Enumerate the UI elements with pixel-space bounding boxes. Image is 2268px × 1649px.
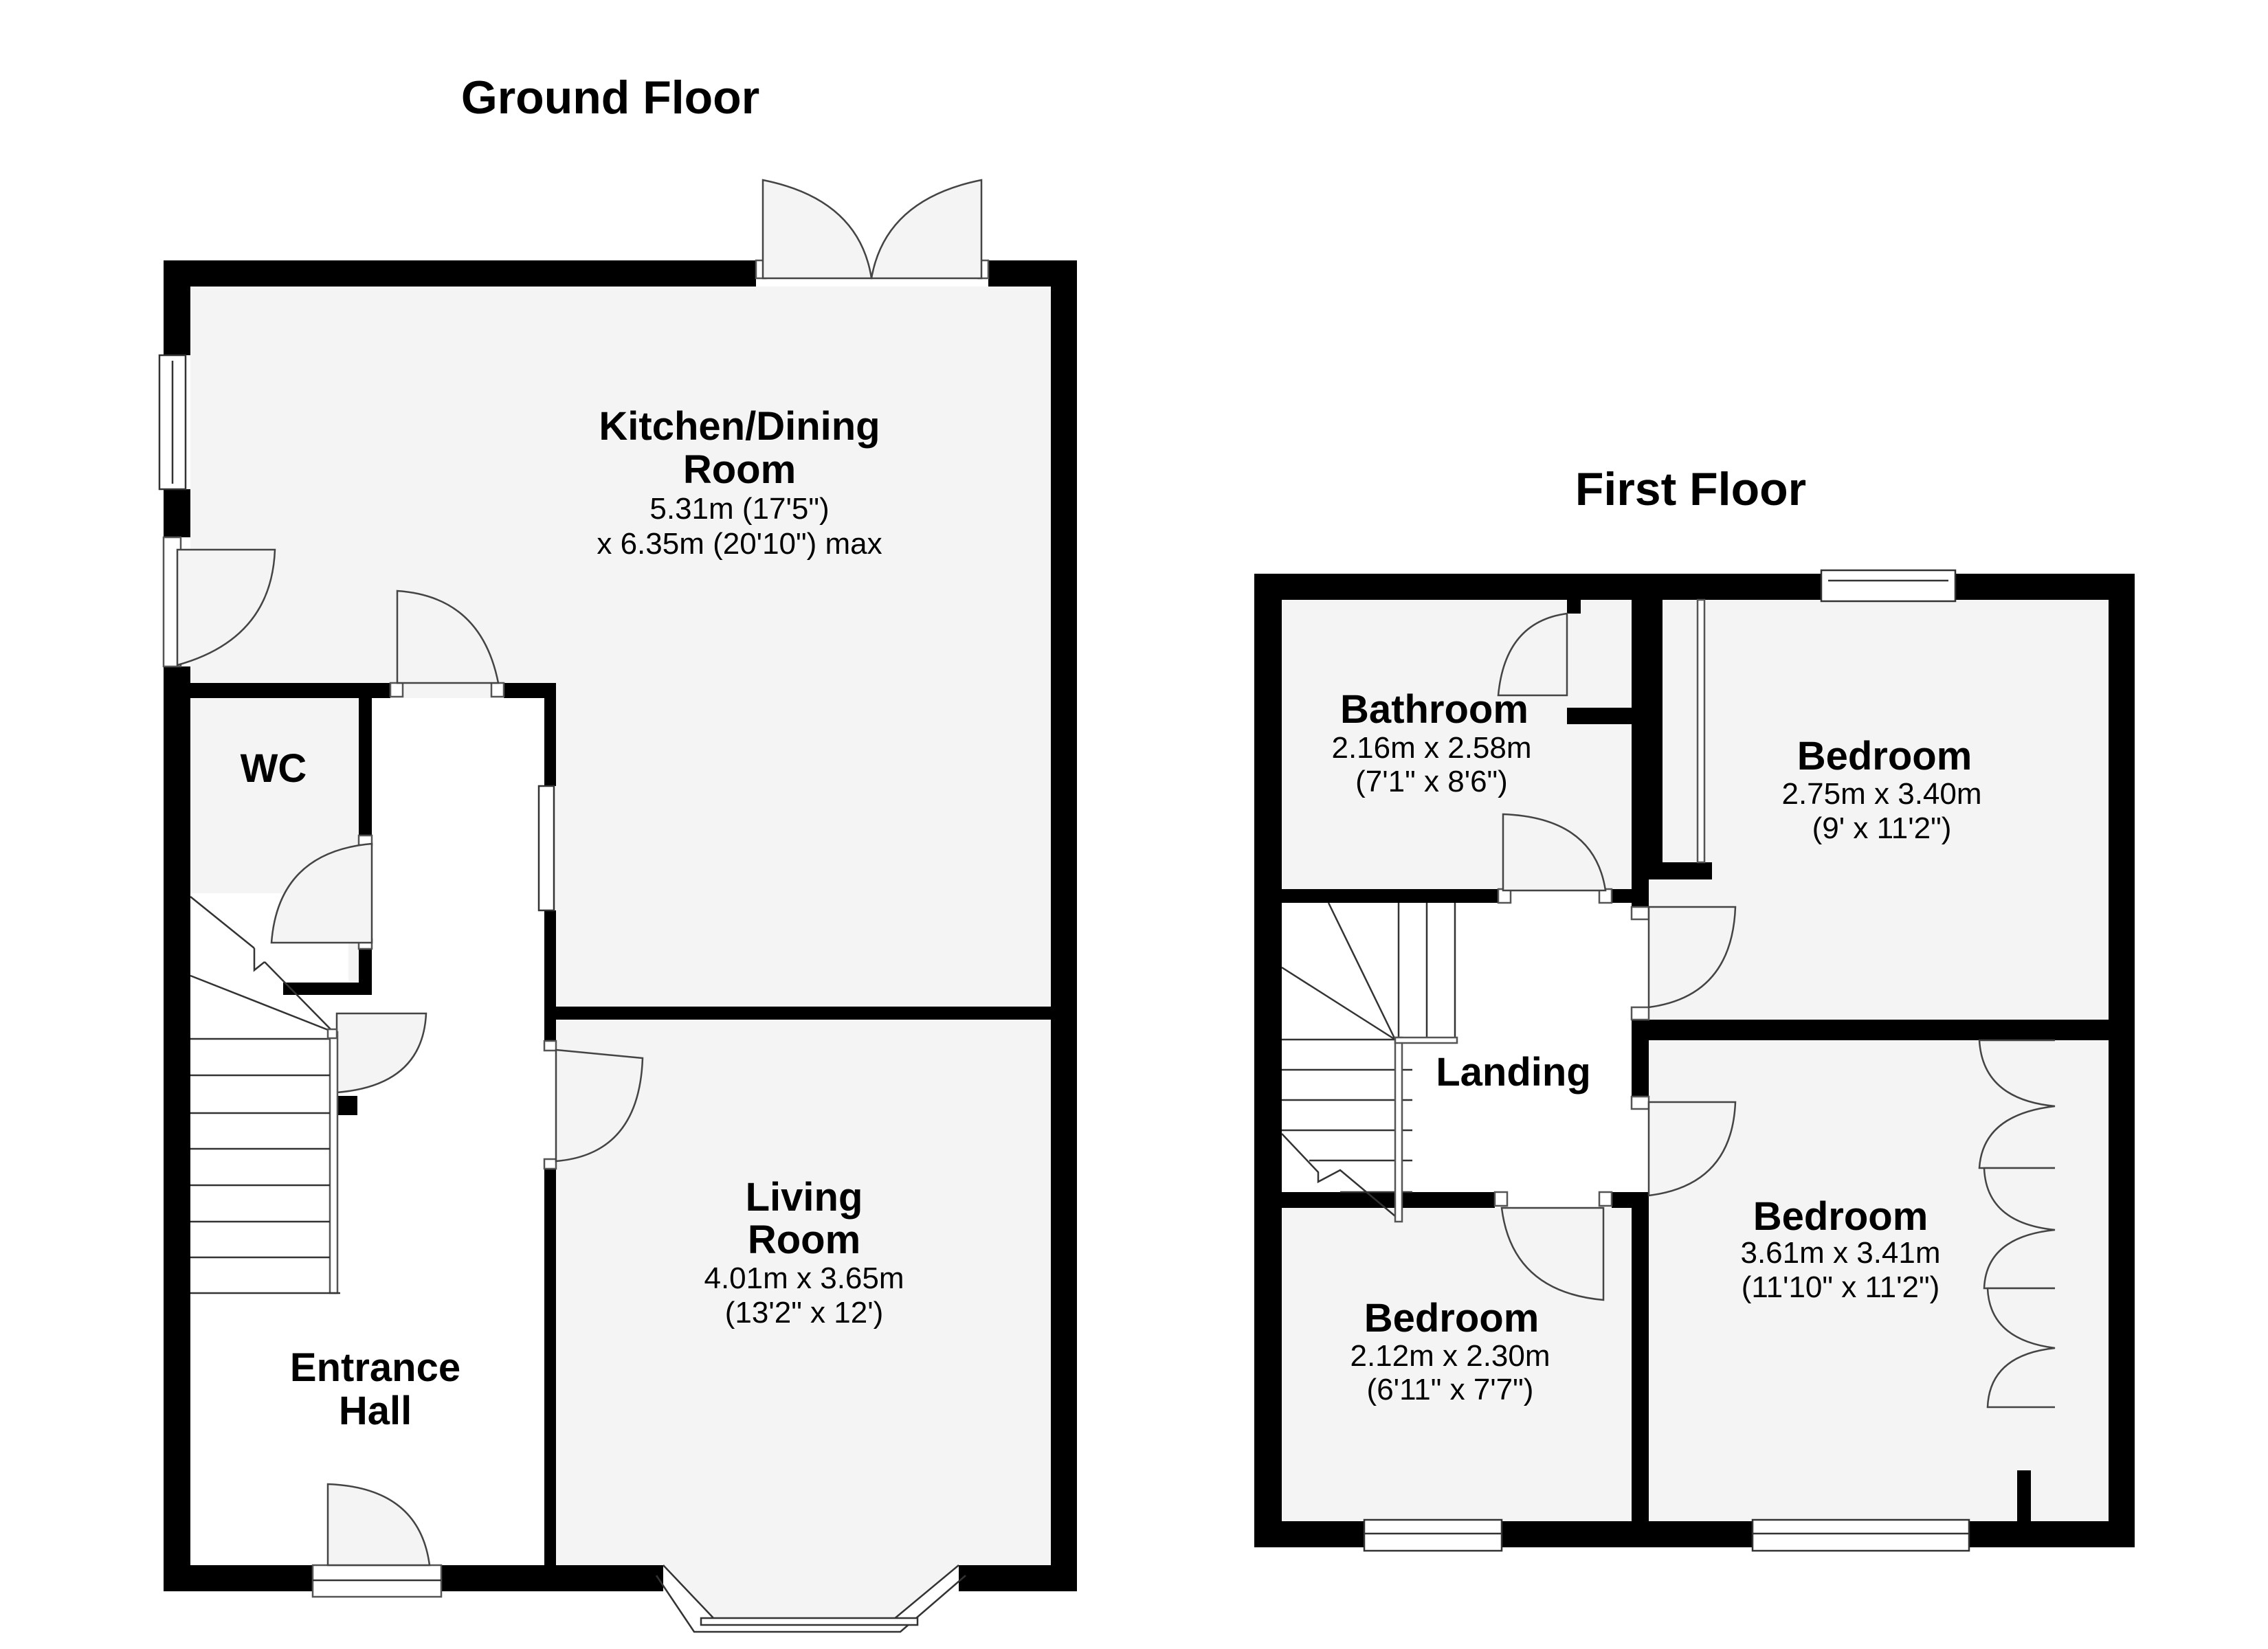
bedroom-divider-horizontal: [1632, 1020, 2109, 1040]
ff-wall-bottom-2: [1502, 1521, 1753, 1547]
french-doors[interactable]: [755, 179, 990, 280]
wc-door[interactable]: [270, 834, 373, 950]
stair-area: [190, 893, 348, 1292]
hall-right-wall-lower: [544, 1168, 556, 1591]
bedroom-top-door[interactable]: [1630, 906, 1737, 1021]
gf-wall-bottom-left: [164, 1565, 313, 1591]
bedroom-small-dim-1: 2.12m x 2.30m: [1350, 1339, 1550, 1373]
ff-wall-bottom-3: [1969, 1521, 2135, 1547]
hall-right-wall-upper: [544, 683, 556, 786]
bathroom-bottom-wall: [1254, 889, 1498, 903]
front-door[interactable]: [311, 1483, 443, 1598]
wardrobe-doors[interactable]: [1978, 1039, 2056, 1409]
kitchen-dining-room-name-2: Room: [683, 447, 796, 492]
ff-wall-bottom-1: [1254, 1521, 1364, 1547]
kitchen-dining-room-name-1: Kitchen/Dining: [599, 404, 880, 449]
bedroom-small-right-wall: [1632, 1192, 1649, 1547]
bedroom-small-dim-2: (6'11" x 7'7"): [1367, 1373, 1534, 1406]
entrance-hall-name-1: Entrance: [290, 1345, 460, 1390]
ff-wall-left: [1254, 574, 1282, 1547]
bedroom-top-dim-2: (9' x 11'2"): [1812, 811, 1952, 845]
bedroom-large-name: Bedroom: [1753, 1194, 1928, 1239]
living-room-dim-1: 4.01m x 3.65m: [704, 1261, 904, 1295]
kitchen-side-door[interactable]: [162, 536, 276, 668]
gf-wall-bottom-right: [959, 1565, 1077, 1591]
understairs-door[interactable]: [335, 1012, 427, 1094]
hall-right-wall-mid: [544, 910, 556, 1041]
living-room-dim-2: (13'2" x 12'): [725, 1296, 884, 1330]
kitchen-living-divider: [544, 1007, 1077, 1020]
bedroom-closet-wall-bottom: [1649, 862, 1712, 879]
ff-wall-right: [2109, 574, 2135, 1547]
landing-area: [1282, 903, 1632, 1192]
closet-slider: [1696, 598, 1706, 864]
bedroom-closet-wall-left: [1649, 600, 1663, 868]
entrance-hall-name-2: Hall: [339, 1389, 412, 1433]
first-floor-title: First Floor: [1575, 463, 1806, 515]
landing-name: Landing: [1436, 1050, 1591, 1095]
landing-right-wall-mid: [1632, 1020, 1649, 1097]
bedroom-top-name: Bedroom: [1797, 734, 1972, 778]
staircase-ground: [190, 896, 340, 1294]
hall-stub-wall: [337, 1096, 357, 1115]
hall-top-wall-right: [504, 683, 556, 698]
gf-wall-top-left: [164, 260, 756, 287]
bathroom-name: Bathroom: [1340, 687, 1528, 732]
living-room-door[interactable]: [543, 1040, 644, 1170]
bathroom-dim-1: 2.16m x 2.58m: [1331, 731, 1531, 765]
gf-wall-right: [1051, 260, 1077, 1591]
first-floor: First Floor: [1254, 463, 2135, 1552]
bedroom-small-door[interactable]: [1493, 1191, 1613, 1301]
bedroom-large-window: [1751, 1518, 1970, 1552]
living-room-name-2: Room: [748, 1218, 860, 1262]
bedroom-large-dim-2: (11'10" x 11'2"): [1742, 1270, 1940, 1304]
landing-right-wall-upper: [1632, 886, 1649, 907]
gf-wall-left-lower: [164, 666, 190, 1591]
bathroom-stub-wall: [1567, 600, 1581, 614]
bedroom-top-window: [1820, 569, 1957, 603]
kitchen-dining-room-dim-1: 5.31m (17'5"): [649, 492, 829, 526]
wc-name: WC: [241, 746, 307, 791]
wc-bottom-wall: [283, 983, 372, 995]
ground-floor: Ground Floor: [158, 71, 1077, 1633]
bedroom-large-door[interactable]: [1630, 1095, 1737, 1197]
ff-wall-top-right: [1955, 574, 2135, 600]
bathroom-bedroom-divider: [1632, 600, 1649, 902]
bathroom-closet-door[interactable]: [1497, 612, 1568, 697]
bathroom-dim-2: (7'1" x 8'6"): [1355, 765, 1508, 798]
bathroom-door[interactable]: [1497, 813, 1613, 904]
hall-internal-window: [537, 785, 555, 912]
living-room-name-1: Living: [746, 1175, 863, 1220]
living-room-area: [556, 1020, 1051, 1565]
wardrobe-stub: [2017, 1470, 2031, 1521]
ff-wall-top-left: [1254, 574, 1821, 600]
hall-kitchen-door[interactable]: [389, 590, 505, 698]
kitchen-dining-room-dim-2: x 6.35m (20'10") max: [597, 527, 882, 561]
bedroom-small-window: [1363, 1518, 1503, 1552]
bedroom-large-dim-1: 3.61m x 3.41m: [1740, 1236, 1940, 1270]
bathroom-closet-wall: [1567, 708, 1636, 724]
staircase-first: [1281, 902, 1458, 1223]
wc-top-wall: [164, 683, 390, 698]
gf-wall-left-upper: [164, 260, 190, 355]
bedroom-small-name: Bedroom: [1364, 1296, 1539, 1340]
bay-window-outer: [655, 1575, 966, 1633]
gf-wall-left-mid: [164, 489, 190, 537]
ground-floor-title: Ground Floor: [461, 71, 759, 124]
bay-window-area: [663, 1565, 959, 1619]
bay-window-glass: [700, 1617, 919, 1626]
bedroom-top-dim-1: 2.75m x 3.40m: [1781, 777, 1981, 811]
wc-right-wall-upper: [359, 698, 372, 835]
